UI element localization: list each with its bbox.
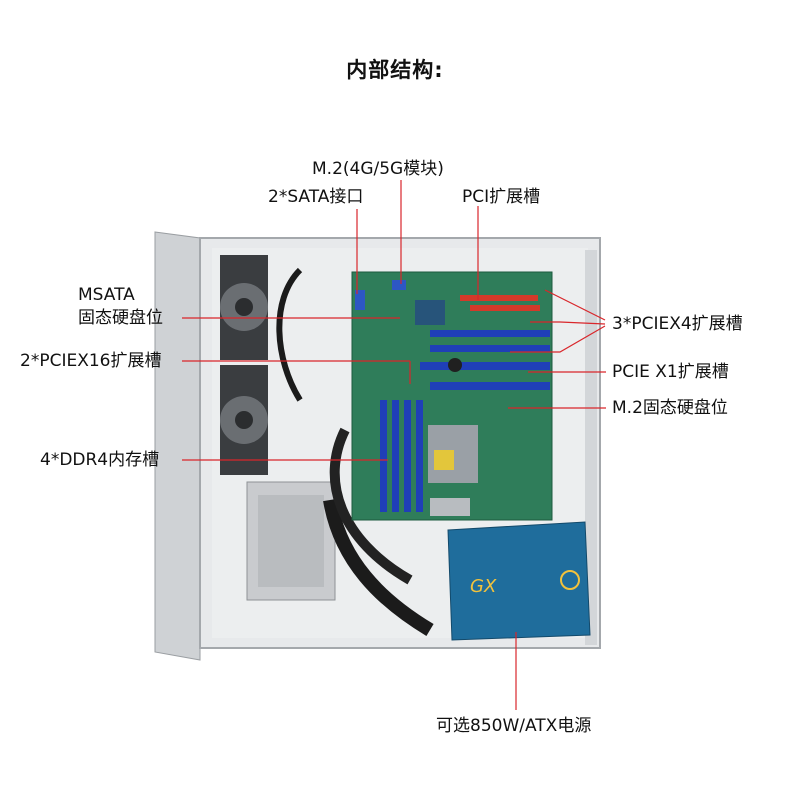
label-psu: 可选850W/ATX电源 <box>436 716 592 736</box>
power-supply: GX <box>447 521 591 641</box>
label-m2-module: M.2(4G/5G模块) <box>312 159 444 179</box>
motherboard <box>351 271 553 521</box>
psu-brand-text: GX <box>470 576 497 597</box>
label-sata: 2*SATA接口 <box>268 187 364 207</box>
label-m2-ssd: M.2固态硬盘位 <box>612 398 728 418</box>
label-pci: PCI扩展槽 <box>462 187 541 207</box>
fan-bottom <box>220 365 268 475</box>
label-pciex16: 2*PCIEX16扩展槽 <box>20 351 162 371</box>
label-pcie-x1: PCIE X1扩展槽 <box>612 362 729 382</box>
page-title: 内部结构: <box>346 58 444 82</box>
label-msata: MSATA <box>78 285 135 305</box>
drive-cage <box>246 481 336 601</box>
fan-top <box>220 255 268 360</box>
label-ddr4: 4*DDR4内存槽 <box>40 450 160 470</box>
label-msata-ssd: 固态硬盘位 <box>78 308 163 328</box>
label-pciex4: 3*PCIEX4扩展槽 <box>612 314 743 334</box>
leader-lines <box>182 180 606 710</box>
